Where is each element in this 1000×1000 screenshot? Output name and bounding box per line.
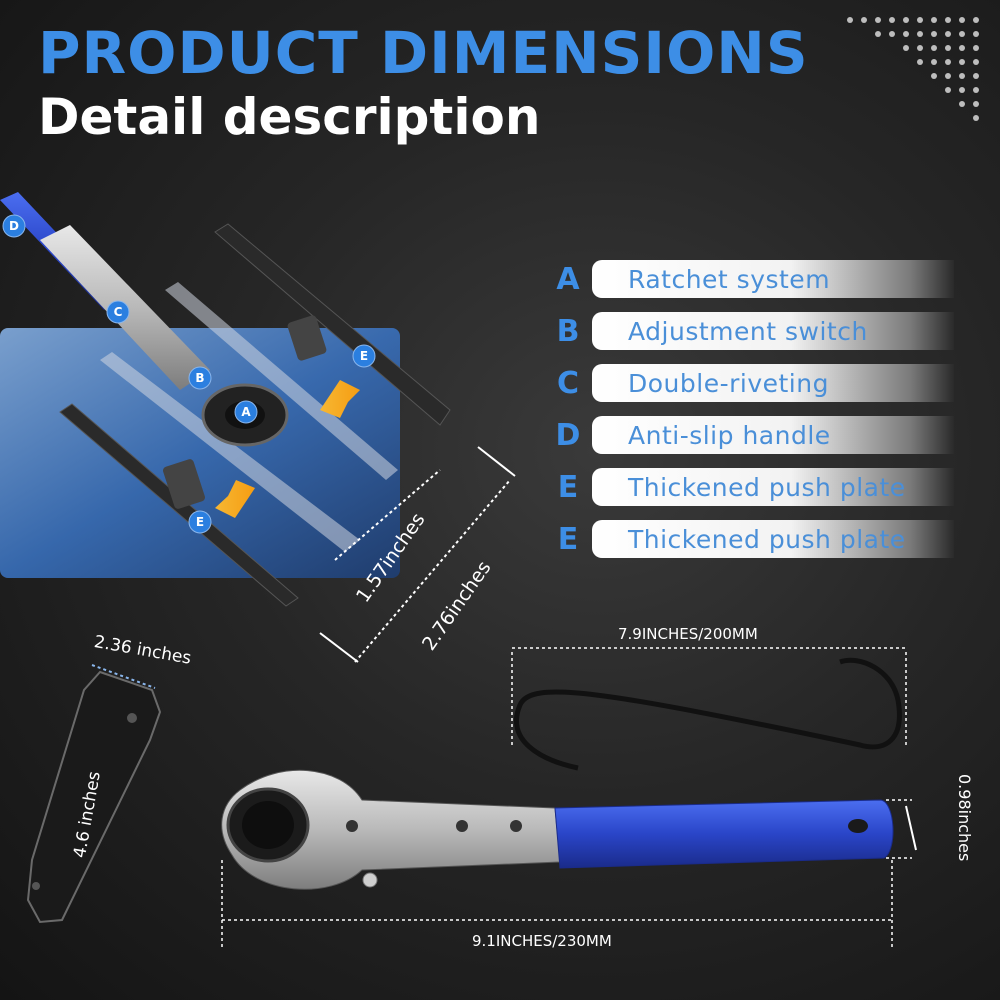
feature-item: E Thickened push plate (548, 466, 958, 518)
feature-letter: E (557, 522, 579, 557)
feature-item: B Adjustment switch (548, 310, 958, 362)
feature-letter: A (556, 262, 580, 297)
callout-a-badge (234, 400, 258, 424)
feature-letter: E (557, 470, 579, 505)
callout-c-label: C (114, 305, 123, 319)
callout-e1-label: E (360, 349, 368, 363)
callout-e2-badge (188, 510, 212, 534)
ratchet-wrench (221, 769, 894, 890)
feature-pill: Double-riveting (592, 364, 954, 402)
s-hook (514, 657, 902, 771)
callout-d-label: D (9, 219, 19, 233)
feature-pill: Adjustment switch (592, 312, 954, 350)
feature-pill: Thickened push plate (592, 520, 954, 558)
callout-a-label: A (241, 405, 251, 419)
arrow-up-icon (320, 380, 360, 418)
hook-length-dimension: 7.9INCHES/200MM (618, 625, 758, 643)
feature-label: Thickened push plate (628, 473, 906, 502)
arrow-down-icon (215, 480, 255, 518)
handle-width-dimension: 0.98inches (955, 774, 974, 862)
page-subtitle: Detail description (38, 88, 541, 146)
feature-list: A Ratchet system B Adjustment switch C D… (548, 258, 958, 570)
feature-item: A Ratchet system (548, 258, 958, 310)
page-title: PRODUCT DIMENSIONS (38, 19, 809, 87)
feature-letter: D (555, 418, 581, 453)
feature-item: E Thickened push plate (548, 518, 958, 570)
feature-label: Anti-slip handle (628, 421, 831, 450)
feature-item: D Anti-slip handle (548, 414, 958, 466)
dot-pattern-decoration (847, 17, 979, 121)
feature-item: C Double-riveting (548, 362, 958, 414)
feature-pill: Ratchet system (592, 260, 954, 298)
callout-b-label: B (195, 371, 204, 385)
wrench-length-dimension: 9.1INCHES/230MM (472, 932, 612, 950)
callout-c-badge (106, 300, 130, 324)
feature-pill: Thickened push plate (592, 468, 954, 506)
feature-label: Ratchet system (628, 265, 831, 294)
feature-letter: B (556, 314, 580, 349)
callout-b-badge (188, 366, 212, 390)
callout-e2-label: E (196, 515, 204, 529)
bottom-push-plate (59, 403, 299, 607)
push-plate-flat (26, 664, 162, 924)
feature-label: Thickened push plate (628, 525, 906, 554)
callout-e1-badge (352, 344, 376, 368)
callout-d-badge (2, 214, 26, 238)
feature-label: Adjustment switch (628, 317, 868, 346)
feature-label: Double-riveting (628, 369, 829, 398)
feature-letter: C (556, 366, 580, 401)
feature-pill: Anti-slip handle (592, 416, 954, 454)
